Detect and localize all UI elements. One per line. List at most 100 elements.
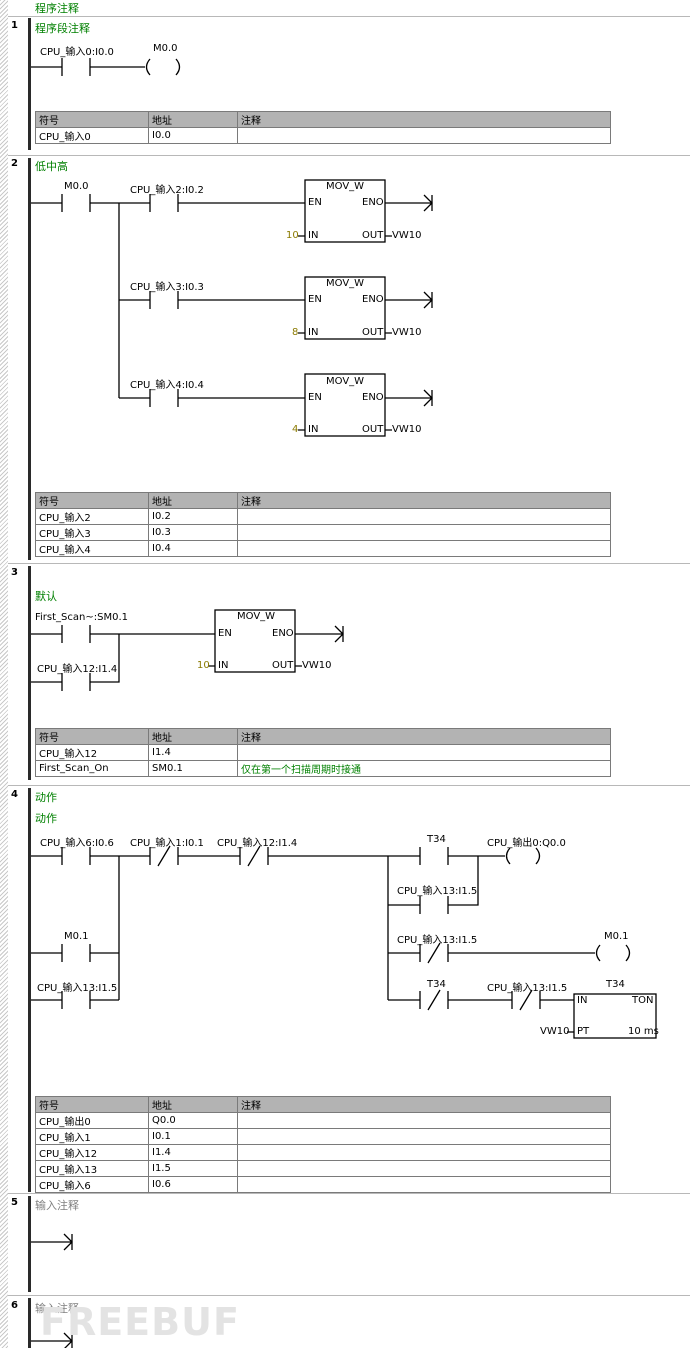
- timer-in: IN: [577, 995, 588, 1006]
- box-en: EN: [218, 628, 232, 639]
- timer-box: [573, 993, 657, 1039]
- coil-label[interactable]: M0.0: [153, 43, 178, 54]
- timer-type: TON: [632, 995, 654, 1006]
- contact-m0-1: [31, 944, 119, 962]
- contact-label[interactable]: First_Scan~:SM0.1: [35, 612, 128, 623]
- contact-label[interactable]: T34: [427, 979, 446, 990]
- timer-name[interactable]: T34: [606, 979, 625, 990]
- col-address: 地址: [148, 1096, 238, 1113]
- network-number: 3: [11, 567, 18, 578]
- coil-label[interactable]: M0.1: [604, 931, 629, 942]
- contact-label[interactable]: CPU_输入13:I1.5: [397, 886, 478, 897]
- coil-q0-0: [505, 847, 541, 865]
- network-comment[interactable]: 动作: [35, 791, 57, 804]
- box-eno: ENO: [362, 294, 384, 305]
- coil-m0-0: [145, 58, 181, 76]
- mov-box-2: [304, 276, 386, 340]
- contact-t34-nc: [388, 989, 512, 1011]
- col-comment: 注释: [237, 111, 611, 128]
- watermark-logo: FREEBUF: [40, 1300, 240, 1344]
- network-subcomment[interactable]: 动作: [35, 812, 57, 825]
- power-rail-3: [28, 566, 31, 780]
- box-in: IN: [308, 230, 319, 241]
- box-in-value[interactable]: 10: [197, 660, 210, 671]
- eno-output-2: [385, 291, 433, 309]
- contact-label[interactable]: CPU_输入0:I0.0: [40, 47, 114, 58]
- contact-input13-seal: [388, 856, 479, 914]
- left-hatch-margin: [0, 0, 8, 1348]
- timer-pt-value[interactable]: VW10: [540, 1026, 570, 1037]
- box-out: OUT: [362, 327, 384, 338]
- network-separator: [8, 155, 690, 156]
- empty-rung-5: [31, 1233, 73, 1251]
- network-comment[interactable]: 低中高: [35, 160, 68, 173]
- col-address: 地址: [148, 111, 238, 128]
- col-symbol: 符号: [35, 111, 149, 128]
- box-out-value[interactable]: VW10: [392, 230, 422, 241]
- eno-output-1: [385, 194, 433, 212]
- contact-label[interactable]: M0.1: [64, 931, 89, 942]
- box-in-value[interactable]: 10: [286, 230, 299, 241]
- contact-label[interactable]: CPU_输入1:I0.1: [130, 838, 204, 849]
- contact-label[interactable]: CPU_输入12:I1.4: [37, 664, 118, 675]
- contact-label[interactable]: CPU_输入6:I0.6: [40, 838, 114, 849]
- power-rail-5: [28, 1196, 31, 1292]
- coil-label[interactable]: CPU_输出0:Q0.0: [487, 838, 566, 849]
- network-separator: [8, 16, 690, 17]
- box-title: MOV_W: [326, 181, 365, 192]
- program-comment[interactable]: 程序注释: [35, 2, 79, 15]
- contact-label[interactable]: CPU_输入12:I1.4: [217, 838, 298, 849]
- contact-label[interactable]: CPU_输入4:I0.4: [130, 380, 204, 391]
- network-separator: [8, 1295, 690, 1296]
- contact-input6: [31, 847, 150, 865]
- col-comment: 注释: [237, 728, 611, 745]
- contact-label[interactable]: CPU_输入13:I1.5: [397, 935, 478, 946]
- contact-label[interactable]: CPU_输入3:I0.3: [130, 282, 204, 293]
- network-separator: [8, 1193, 690, 1194]
- col-address: 地址: [148, 492, 238, 509]
- contact-label[interactable]: M0.0: [64, 181, 89, 192]
- contact-input12-nc: [239, 845, 420, 867]
- contact-label[interactable]: T34: [427, 834, 446, 845]
- network-number: 5: [11, 1197, 18, 1208]
- contact-input2: [149, 194, 305, 212]
- box-in-value[interactable]: 8: [292, 327, 299, 338]
- box-eno: ENO: [272, 628, 294, 639]
- network-comment[interactable]: 默认: [35, 590, 57, 603]
- box-out-value[interactable]: VW10: [392, 327, 422, 338]
- box-in-value[interactable]: 4: [292, 424, 299, 435]
- network-separator: [8, 563, 690, 564]
- network-number: 1: [11, 20, 18, 31]
- power-rail-6: [28, 1298, 31, 1348]
- mov-box-3: [304, 373, 386, 437]
- box-out-value[interactable]: VW10: [302, 660, 332, 671]
- contact-input1-nc: [149, 845, 240, 867]
- network-comment[interactable]: 程序段注释: [35, 22, 90, 35]
- box-out-value[interactable]: VW10: [392, 424, 422, 435]
- eno-output-4: [295, 625, 344, 643]
- mov-box-4: [214, 609, 296, 673]
- box-en: EN: [308, 197, 322, 208]
- col-address: 地址: [148, 728, 238, 745]
- contact-label[interactable]: CPU_输入2:I0.2: [130, 185, 204, 196]
- contact-label[interactable]: CPU_输入13:I1.5: [487, 983, 568, 994]
- contact-label[interactable]: CPU_输入13:I1.5: [37, 983, 118, 994]
- box-title: MOV_W: [326, 278, 365, 289]
- network-comment[interactable]: 输入注释: [35, 1302, 79, 1315]
- network-number: 2: [11, 158, 18, 169]
- eno-output-3: [385, 389, 433, 407]
- network-comment[interactable]: 输入注释: [35, 1199, 79, 1212]
